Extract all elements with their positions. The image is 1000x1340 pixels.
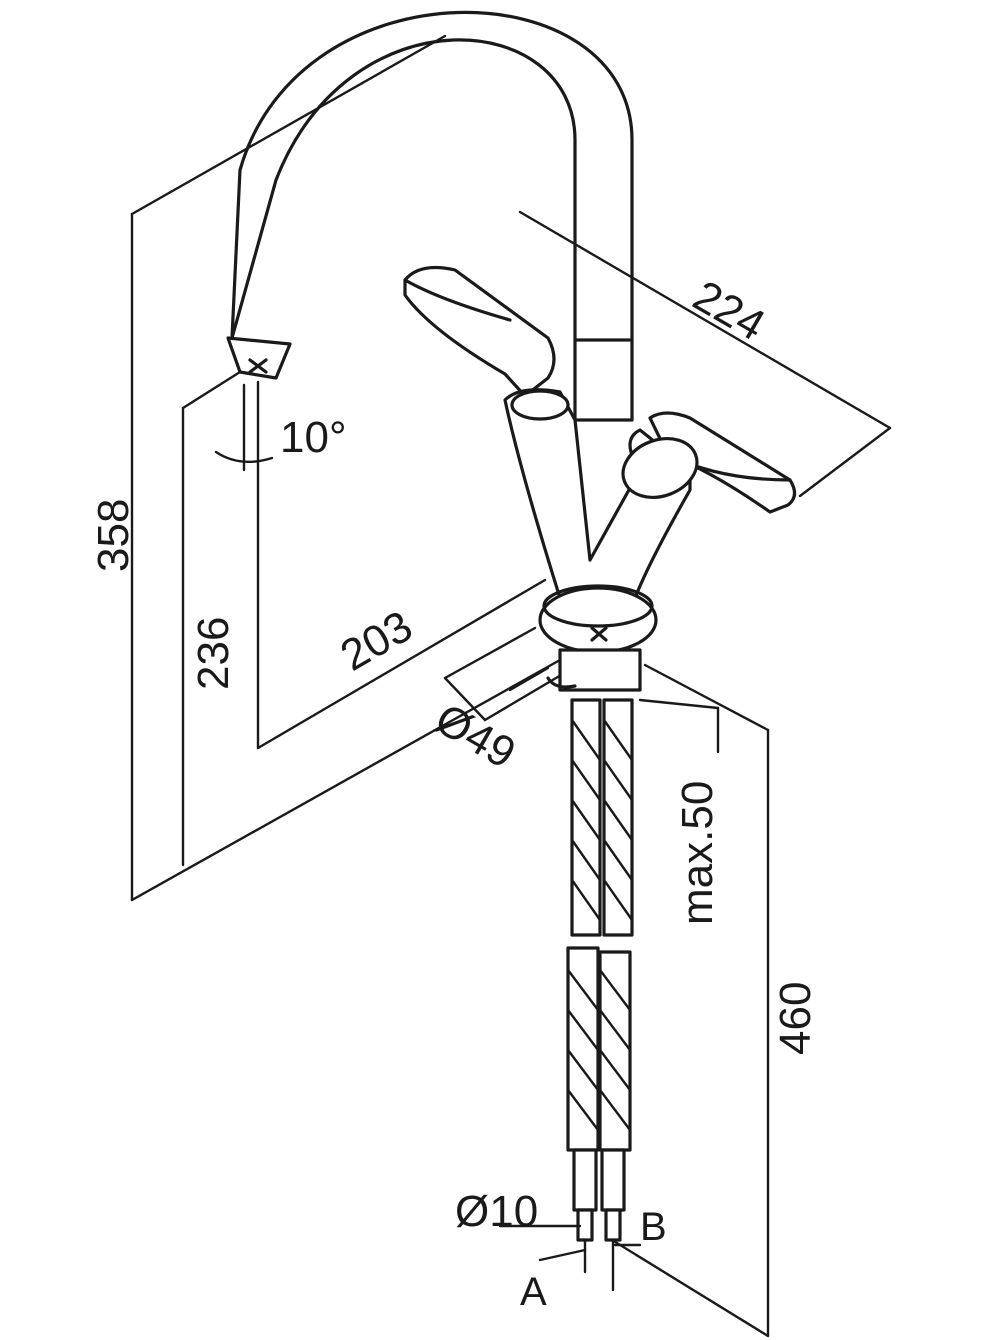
- dim-d10: Ø10: [455, 1187, 538, 1236]
- dim-460: 460: [771, 982, 820, 1055]
- dimension-labels: 358 236 203 224 Ø49 max.50 460 Ø10 10° A…: [89, 271, 820, 1314]
- dim-358: 358: [89, 499, 138, 572]
- dim-236: 236: [189, 617, 238, 690]
- supply-hoses: [566, 698, 634, 1292]
- connection-a-label: A: [520, 1270, 547, 1314]
- dim-203: 203: [333, 602, 421, 681]
- left-lever: [403, 266, 556, 398]
- dimension-lines: [130, 34, 892, 1338]
- connection-b-label: B: [640, 1205, 667, 1249]
- valve-body: [503, 338, 699, 692]
- dim-10-degree: 10°: [280, 413, 347, 462]
- dim-max50: max.50: [673, 781, 722, 925]
- spout: [226, 10, 634, 380]
- dim-224: 224: [685, 271, 773, 350]
